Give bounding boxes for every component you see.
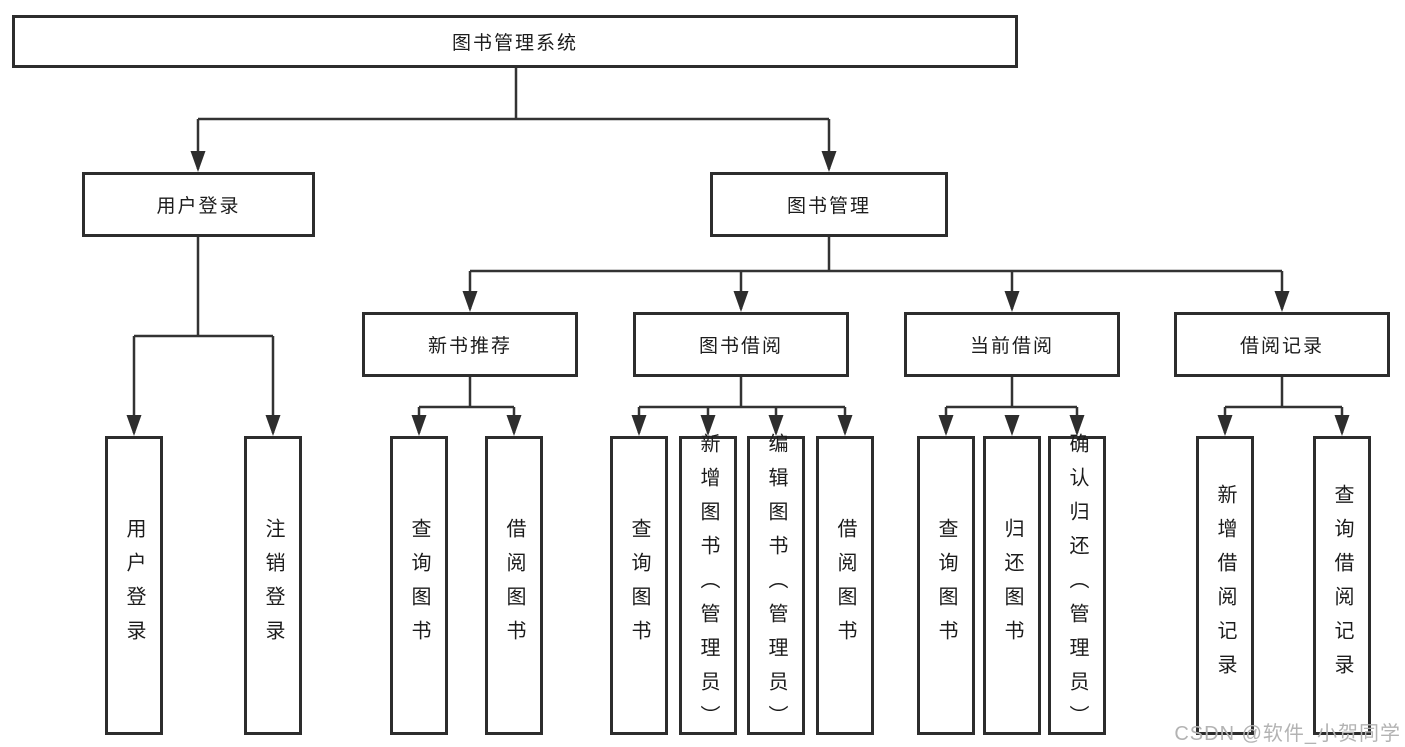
leaf-logout: 注销登录 (244, 436, 302, 735)
node-book-borrow: 图书借阅 (633, 312, 849, 377)
arrow-down-icon (126, 415, 142, 436)
leaf-label: 查询图书 (408, 517, 430, 654)
node-new-book-recommend: 新书推荐 (362, 312, 578, 377)
leaf-return-books: 归还图书 (983, 436, 1041, 735)
arrow-down-icon (462, 291, 478, 312)
leaf-recommend-borrow-books: 借阅图书 (485, 436, 543, 735)
leaf-label: 查询图书 (935, 517, 957, 654)
leaf-add-borrow-record: 新增借阅记录 (1196, 436, 1254, 735)
arrow-down-icon (700, 415, 716, 436)
arrow-down-icon (1069, 415, 1085, 436)
leaf-label: 归还图书 (1001, 517, 1023, 654)
arrow-down-icon (821, 151, 837, 172)
node-user-login: 用户登录 (82, 172, 315, 237)
node-borrow-records: 借阅记录 (1174, 312, 1390, 377)
leaf-confirm-return-admin: 确认归还（管理员） (1048, 433, 1106, 739)
connector-path (132, 68, 1344, 433)
node-root-system: 图书管理系统 (12, 15, 1018, 68)
leaf-current-query-books: 查询图书 (917, 436, 975, 735)
leaf-label: 新增借阅记录 (1214, 483, 1236, 688)
arrow-down-icon (938, 415, 954, 436)
leaf-query-borrow-record: 查询借阅记录 (1313, 436, 1371, 735)
arrow-down-icon (768, 415, 784, 436)
leaf-label: 借阅图书 (503, 517, 525, 654)
leaf-edit-books-admin: 编辑图书（管理员） (747, 433, 805, 739)
leaf-label: 用户登录 (123, 517, 145, 654)
arrow-down-icon (1334, 415, 1350, 436)
node-book-management: 图书管理 (710, 172, 948, 237)
arrow-down-icon (190, 151, 206, 172)
arrowhead-icons (126, 151, 1350, 436)
node-current-borrow: 当前借阅 (904, 312, 1120, 377)
leaf-label: 查询图书 (628, 517, 650, 654)
csdn-watermark: CSDN @软件_小贺同学 (1174, 723, 1401, 745)
leaf-label: 确认归还（管理员） (1066, 432, 1088, 739)
leaf-label: 新增图书（管理员） (697, 432, 719, 739)
arrow-down-icon (1274, 291, 1290, 312)
leaf-label: 借阅图书 (834, 517, 856, 654)
arrow-down-icon (1004, 291, 1020, 312)
arrow-down-icon (411, 415, 427, 436)
arrow-down-icon (631, 415, 647, 436)
leaf-borrow-query-books: 查询图书 (610, 436, 668, 735)
arrow-down-icon (1004, 415, 1020, 436)
leaf-label: 查询借阅记录 (1331, 483, 1353, 688)
leaf-recommend-query-books: 查询图书 (390, 436, 448, 735)
leaf-add-books-admin: 新增图书（管理员） (679, 433, 737, 739)
leaf-label: 编辑图书（管理员） (765, 432, 787, 739)
arrow-down-icon (265, 415, 281, 436)
arrow-down-icon (733, 291, 749, 312)
arrow-down-icon (1217, 415, 1233, 436)
arrow-down-icon (837, 415, 853, 436)
arrow-down-icon (506, 415, 522, 436)
leaf-user-login: 用户登录 (105, 436, 163, 735)
leaf-label: 注销登录 (262, 517, 284, 654)
leaf-borrow-books: 借阅图书 (816, 436, 874, 735)
